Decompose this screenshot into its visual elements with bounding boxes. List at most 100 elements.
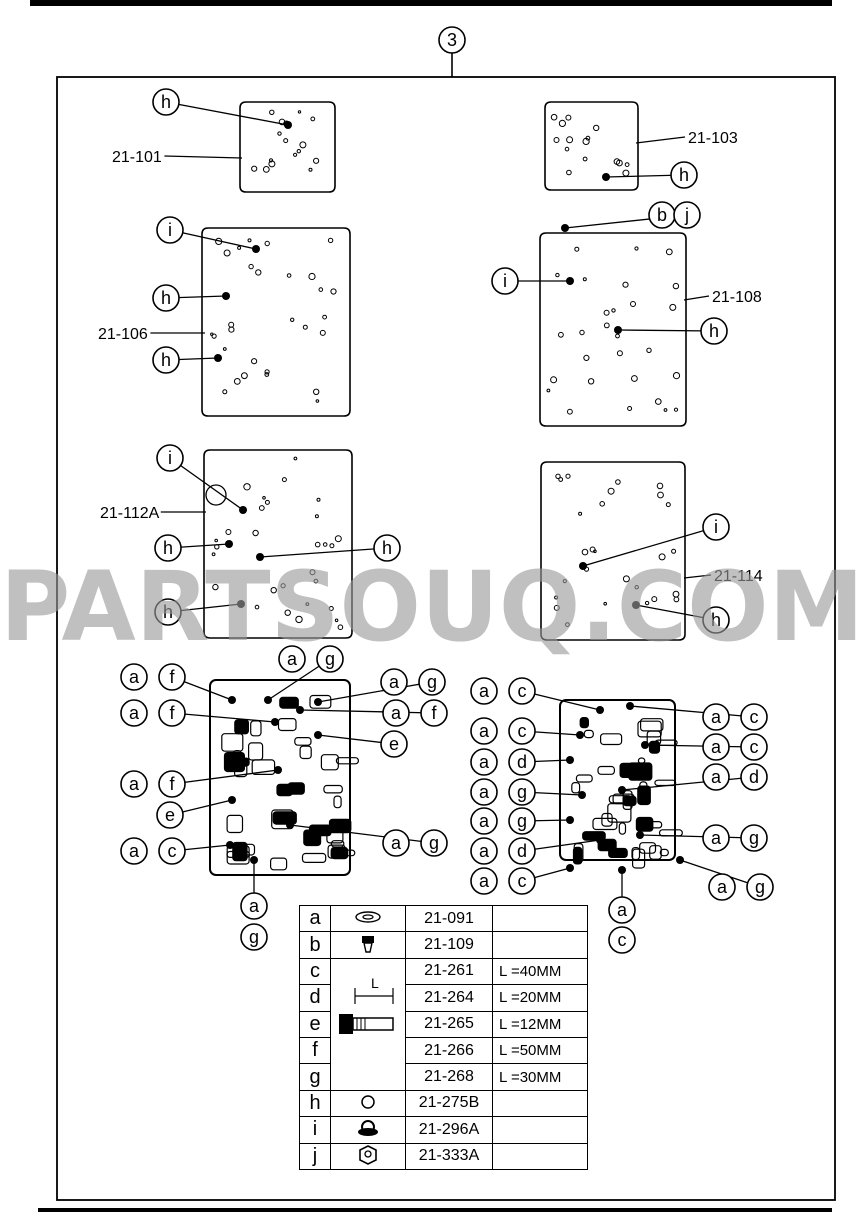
plate-hole [587, 378, 595, 385]
callout-g: g [316, 645, 344, 673]
callout-a: a [702, 763, 730, 791]
plate-hole [293, 456, 298, 461]
svg-text:g: g [249, 927, 259, 947]
callout-a: a [240, 892, 268, 920]
plate-hole [567, 408, 573, 415]
plate-hole [314, 514, 319, 519]
plate-hole [313, 157, 320, 164]
legend-length: L =40MM [492, 957, 588, 986]
plate-hole [579, 329, 585, 336]
legend-letter: c [299, 957, 331, 986]
plate-hole [665, 248, 673, 256]
svg-text:g: g [749, 828, 759, 848]
legend-length: L =20MM [492, 984, 588, 1012]
plate-hole [248, 263, 254, 270]
callout-a: a [608, 896, 636, 924]
plate-hole [329, 543, 335, 549]
legend-letter: h [299, 1089, 331, 1118]
legend-part-number: 21-265 [405, 1010, 493, 1038]
svg-text:a: a [479, 871, 490, 891]
legend-part-number: 21-266 [405, 1036, 493, 1065]
plate-hole [314, 541, 321, 548]
plate-hole [644, 600, 650, 606]
plate-hole [663, 408, 668, 412]
svg-text:c: c [518, 681, 527, 701]
plate-hole [634, 246, 639, 251]
legend-part-number: 21-261 [405, 957, 493, 986]
svg-text:a: a [479, 721, 490, 741]
svg-text:f: f [169, 667, 175, 687]
svg-text:j: j [684, 205, 689, 225]
svg-text:b: b [657, 205, 667, 225]
svg-text:a: a [617, 900, 628, 920]
plate-hole [299, 141, 307, 149]
callout-target-dot [676, 856, 684, 864]
callout-a: a [120, 770, 148, 798]
plate-hole [553, 604, 560, 611]
svg-text:a: a [389, 672, 400, 692]
plate-outline [540, 461, 686, 641]
left-valve-body [209, 679, 359, 876]
plate-hole [554, 595, 559, 600]
plate-hole [624, 162, 630, 168]
plate-hole [553, 137, 560, 143]
svg-text:c: c [518, 721, 527, 741]
callout-a: a [120, 837, 148, 865]
plate-hole [622, 281, 629, 288]
plate-hole [622, 169, 630, 177]
svg-text:a: a [717, 877, 728, 897]
callout-h: h [152, 346, 180, 374]
svg-text:i: i [168, 448, 172, 468]
plate-hole [284, 609, 291, 616]
right-body-callout-group: c [608, 926, 636, 954]
plate-outline [544, 101, 639, 191]
svg-text:d: d [517, 752, 527, 772]
callout-f: f [158, 663, 186, 691]
plate-hole [631, 375, 638, 382]
plate-hole [581, 548, 589, 556]
plate-hole [671, 548, 677, 554]
plate-label: 21-114 [714, 568, 763, 585]
plate-hole [555, 473, 561, 479]
plate-hole [251, 165, 258, 172]
callout-target-dot [264, 696, 272, 704]
plate-hole [308, 167, 313, 172]
plate-hole [297, 110, 302, 114]
svg-text:i: i [503, 271, 507, 291]
plate-hole [583, 354, 590, 361]
plate-hole [334, 535, 342, 543]
plate-hole [646, 347, 652, 353]
callout-target-dot [596, 706, 604, 714]
callout-target-dot [626, 702, 634, 710]
plate-hole [672, 282, 680, 290]
plate-hole [268, 158, 274, 163]
plate-hole [616, 159, 623, 167]
callout-a: a [470, 807, 498, 835]
svg-text:a: a [391, 833, 402, 853]
plate-hole [593, 124, 600, 132]
callout-a: a [470, 677, 498, 705]
svg-text:3: 3 [447, 30, 457, 50]
plate-hole [593, 549, 597, 554]
plate-hole [264, 372, 270, 377]
callout-c: c [740, 733, 768, 761]
callout-c: c [508, 867, 536, 895]
plate-hole [327, 237, 334, 244]
callout-c: c [608, 926, 636, 954]
plate-hole [270, 587, 277, 594]
plate-hole [280, 583, 286, 589]
callout-a: a [470, 748, 498, 776]
